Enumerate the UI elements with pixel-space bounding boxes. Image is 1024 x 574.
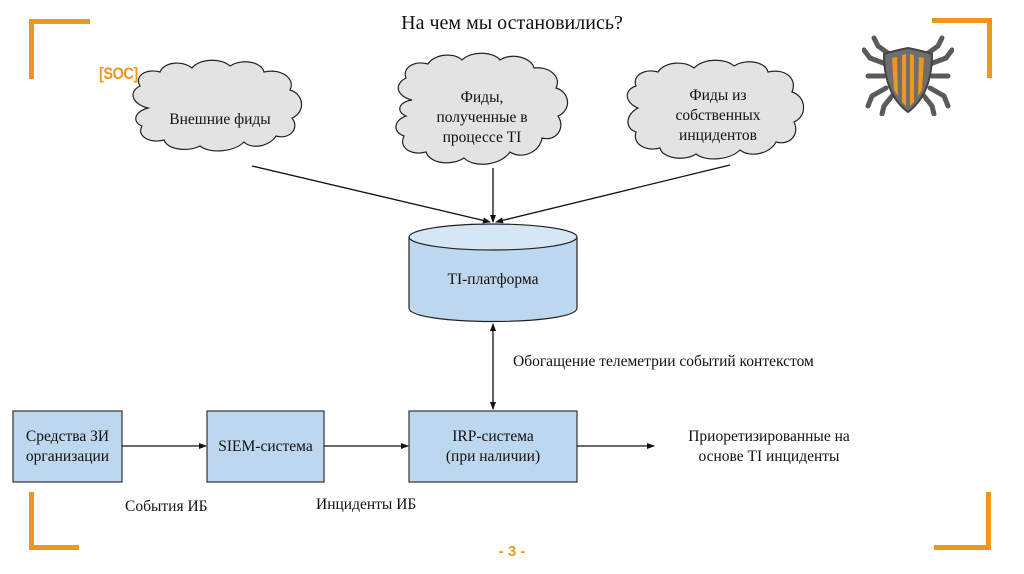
corner-bracket-top-right-v bbox=[987, 18, 992, 78]
cloud-line: инцидентов bbox=[679, 127, 757, 144]
corner-bracket-top-right bbox=[932, 18, 992, 23]
box-text-siem: SIEM-система bbox=[207, 411, 324, 482]
box-text-irp: IRP-система (при наличии) bbox=[409, 411, 577, 482]
cloud-ti-feeds bbox=[395, 52, 569, 165]
cloud-text-external-feeds: Внешние фиды bbox=[150, 110, 290, 130]
output-line: Приоретизированные на bbox=[688, 428, 850, 445]
corner-bracket-bottom-left bbox=[29, 492, 34, 550]
incidents-label: Инциденты ИБ bbox=[316, 496, 417, 513]
box-line: (при наличии) bbox=[445, 447, 541, 465]
page-number: - 3 - bbox=[498, 543, 526, 560]
output-label: Приоретизированные на основе TI инцидент… bbox=[664, 427, 874, 467]
ti-platform-label: TI-платформа bbox=[409, 268, 577, 292]
arrow-external-to-platform bbox=[251, 165, 491, 224]
cloud-line: процессе TI bbox=[442, 129, 522, 146]
box-line: IRP-система bbox=[452, 427, 534, 445]
ti-platform-text: TI-платформа bbox=[447, 271, 539, 288]
box-siem bbox=[206, 410, 325, 483]
arrow-own-to-platform bbox=[495, 164, 731, 224]
corner-bracket-top-left bbox=[29, 19, 90, 24]
shield-bug-logo-icon bbox=[862, 35, 954, 116]
output-line: основе TI инциденты bbox=[698, 448, 840, 465]
box-line: организации bbox=[25, 447, 110, 465]
box-text-security-tools: Средства ЗИ организации bbox=[13, 411, 122, 482]
events-label: События ИБ bbox=[125, 498, 208, 515]
corner-bracket-top-left-v bbox=[29, 19, 34, 79]
cloud-text-ti-feeds: Фиды, полученные в процессе TI bbox=[412, 88, 552, 148]
enrichment-label: Обогащение телеметрии событий контекстом bbox=[513, 353, 814, 370]
cloud-own-incident-feeds bbox=[626, 59, 805, 160]
box-line: Средства ЗИ bbox=[25, 427, 110, 445]
corner-bracket-bottom-left-h bbox=[29, 545, 79, 550]
cloud-line: собственных bbox=[675, 107, 761, 124]
cloud-line: полученные в bbox=[436, 109, 528, 126]
cloud-external-feeds bbox=[132, 59, 303, 152]
corner-bracket-bottom-right-h bbox=[934, 545, 991, 550]
cloud-line: Фиды из bbox=[689, 87, 747, 104]
cloud-text-own-incident-feeds: Фиды из собственных инцидентов bbox=[648, 86, 788, 146]
slide-title: На чем мы остановились? bbox=[401, 12, 623, 34]
corner-bracket-bottom-right bbox=[986, 492, 991, 550]
cloud-line: Фиды, bbox=[460, 89, 504, 106]
box-irp bbox=[408, 410, 578, 483]
cloud-line: Внешние фиды bbox=[169, 111, 271, 128]
box-line: SIEM-система bbox=[218, 437, 313, 455]
ti-platform-cylinder bbox=[408, 223, 578, 323]
soc-tag: [SOC] bbox=[99, 64, 138, 83]
